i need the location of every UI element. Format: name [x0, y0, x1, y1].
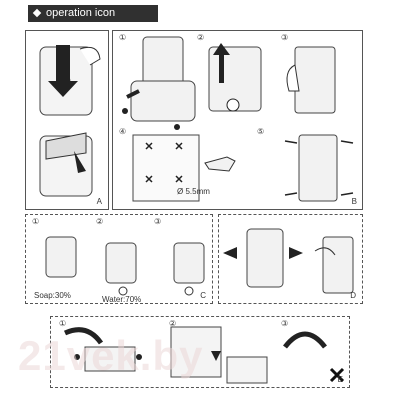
screw-icon [284, 140, 354, 196]
hand-icon [79, 46, 101, 66]
panel-b-illustration [122, 36, 354, 202]
right-arrow-icon [223, 247, 237, 259]
panel-label-e: E [337, 375, 343, 384]
soap-ratio-label: Soap:30% [34, 291, 71, 300]
step-5-number: ⑤ [257, 127, 265, 136]
step-2-number: ② [169, 319, 177, 328]
panel-c: ① ② ③ Soap:30% Water:70% C [25, 214, 213, 304]
panel-label-b: B [351, 197, 357, 206]
step-4-number: ④ [119, 127, 127, 136]
panel-d-illustration [223, 228, 354, 294]
panel-a-illustration [39, 45, 101, 197]
panel-label-d: D [350, 291, 356, 300]
step-2-number: ② [96, 217, 104, 226]
step-3-number: ③ [281, 33, 289, 42]
step-1-number: ① [119, 33, 127, 42]
header-title: operation icon [46, 7, 116, 19]
panel-c-illustration [45, 236, 205, 296]
panel-label-a: A [96, 197, 102, 206]
left-arrow-icon [289, 247, 303, 259]
down-arrow-icon [56, 45, 70, 85]
hand-icon [314, 247, 336, 256]
water-ratio-label: Water:70% [102, 295, 142, 304]
step-3-number: ③ [154, 217, 162, 226]
watermark: 21vek.by [18, 332, 204, 379]
curved-arrow-icon [74, 151, 86, 173]
panel-label-c: C [200, 291, 206, 300]
up-arrow-icon [219, 53, 224, 83]
drill-size-label: Ø 5.5mm [177, 187, 210, 196]
cross-mark-icon [329, 367, 345, 383]
drill-icon [204, 156, 236, 172]
panel-a: A [25, 30, 109, 210]
step-1-number: ① [59, 319, 67, 328]
diamond-bullet-icon [32, 8, 42, 17]
panel-b: ① ② ③ ④ ⑤ Ø 5.5mm B [112, 30, 363, 210]
step-1-number: ① [32, 217, 40, 226]
down-arrow-icon [211, 351, 221, 361]
panel-e-illustration [63, 326, 345, 384]
section-header: operation icon [28, 5, 158, 22]
panel-d: D [218, 214, 363, 304]
panel-e: ① ② ③ E [50, 316, 350, 388]
step-3-number: ③ [281, 319, 289, 328]
step-2-number: ② [197, 33, 205, 42]
curved-arrow-icon [63, 327, 104, 345]
